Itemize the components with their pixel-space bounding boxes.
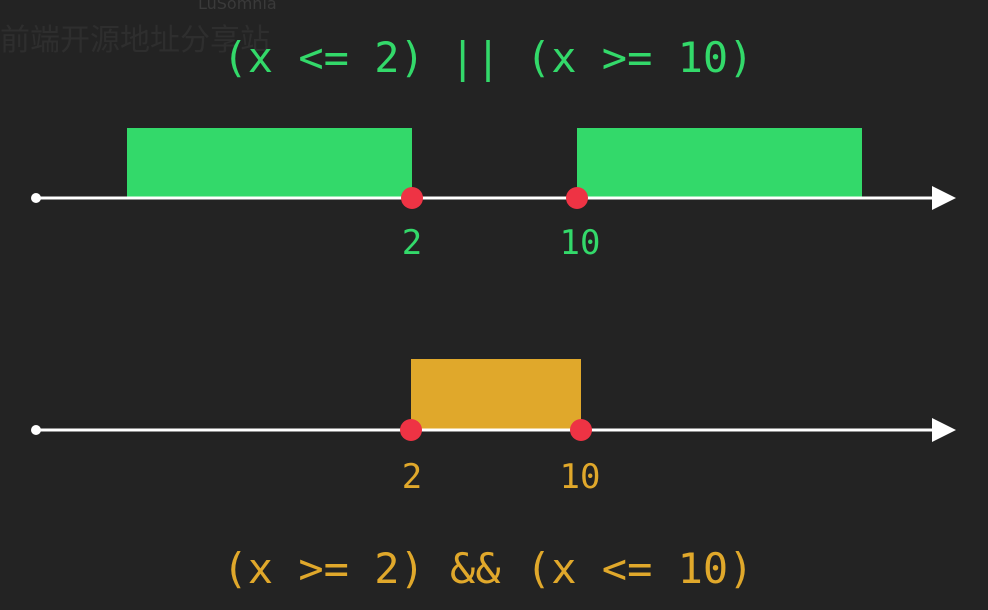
and-expression: (x >= 2) && (x <= 10) <box>222 544 753 593</box>
or-tick-label-2: 2 <box>402 223 422 263</box>
or-axis-origin-dot <box>31 193 41 203</box>
and-axis-arrow-icon <box>932 418 956 442</box>
and-axis-origin-dot <box>31 425 41 435</box>
and-tick-label-2: 2 <box>402 457 422 497</box>
or-tick-label-10: 10 <box>560 223 601 263</box>
or-point-2 <box>401 187 423 209</box>
or-range-right <box>577 128 862 197</box>
watermark-name: LuSomnia <box>198 0 277 13</box>
or-expression: (x <= 2) || (x >= 10) <box>222 33 753 82</box>
or-point-10 <box>566 187 588 209</box>
and-point-2 <box>400 419 422 441</box>
and-range <box>411 359 581 429</box>
watermark-caption: 前端开源地址分享站 <box>0 23 270 58</box>
and-point-10 <box>570 419 592 441</box>
or-range-left <box>127 128 412 197</box>
and-tick-label-10: 10 <box>560 457 601 497</box>
and-number-line: 2 10 <box>31 359 956 497</box>
or-number-line: 2 10 <box>31 128 956 263</box>
or-axis-arrow-icon <box>932 186 956 210</box>
